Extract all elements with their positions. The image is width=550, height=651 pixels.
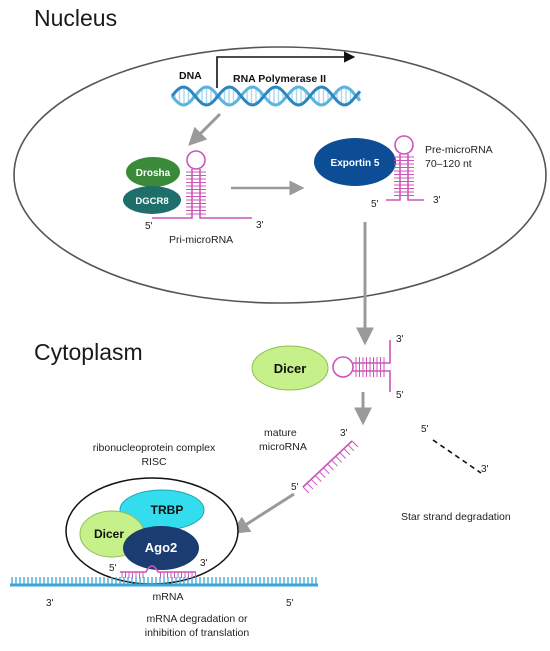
strand-base	[339, 452, 347, 459]
loading-arrow	[231, 492, 295, 534]
star-degradation-label: Star strand degradation	[401, 511, 511, 523]
dna-label: DNA	[179, 70, 202, 82]
strand-base	[343, 448, 351, 456]
hairpin-tail	[407, 196, 424, 201]
strand-base	[335, 455, 343, 463]
dicer-5-end: 5'	[396, 390, 404, 401]
strand-base	[331, 459, 338, 467]
dna-helix	[170, 85, 362, 107]
drosha-label: Drosha	[136, 168, 171, 179]
star-3-end: 3'	[481, 464, 489, 475]
mrna-5-end: 5'	[286, 598, 294, 609]
risc-title: ribonucleoprotein complex	[93, 442, 216, 454]
pre-microrna-length: 70–120 nt	[425, 158, 472, 170]
strand-base	[306, 482, 314, 490]
microrna-label: microRNA	[259, 441, 307, 453]
bound-mirna-backbone	[120, 565, 196, 573]
mature-5-end: 5'	[291, 482, 299, 493]
dgcr8-blob	[123, 186, 181, 214]
hairpin-loop	[394, 135, 414, 155]
pri-microrna-hairpin	[152, 150, 252, 219]
risc-5-end: 5'	[109, 563, 117, 574]
dna-strand	[170, 85, 362, 107]
dicer-bound-hairpin	[332, 340, 391, 392]
hairpin-tail	[386, 196, 401, 201]
trbp-label: TRBP	[151, 503, 184, 517]
transcription-arrow	[188, 112, 222, 146]
exportin5-blob	[314, 138, 396, 186]
pri-3-end: 3'	[256, 220, 264, 231]
nucleus-membrane	[13, 46, 547, 304]
mrna-3-end: 3'	[46, 598, 54, 609]
ago2-label: Ago2	[145, 540, 178, 555]
risc-dicer-label: Dicer	[94, 527, 124, 541]
exportin5-label: Exportin 5	[331, 158, 380, 169]
star-strand	[432, 439, 482, 474]
dicer-3-end: 3'	[396, 334, 404, 345]
dgcr8-label: DGCR8	[135, 196, 168, 207]
strand-base	[314, 475, 322, 482]
hairpin-tail	[199, 215, 252, 219]
hairpin-tail	[386, 370, 391, 392]
strand-base	[310, 478, 318, 486]
hairpin-tail	[152, 215, 193, 219]
strand-base	[327, 463, 334, 471]
hairpin-loop	[332, 356, 354, 378]
mature-microrna-strand	[302, 440, 359, 494]
risc-acronym: RISC	[141, 456, 167, 468]
pri-microrna-label: Pri-microRNA	[169, 234, 233, 246]
mature-3-end: 3'	[340, 428, 348, 439]
drosha-blob	[126, 157, 180, 187]
strand-base	[318, 471, 326, 479]
risc-3-end: 3'	[200, 558, 208, 569]
strand-base	[347, 444, 355, 452]
mature-label: mature	[264, 427, 297, 439]
ago2-blob	[123, 526, 199, 570]
hairpin-tail	[386, 340, 391, 364]
pre-5-end: 5'	[371, 199, 379, 210]
dna-strand	[170, 85, 362, 107]
mrna-strand	[10, 577, 318, 587]
transcription-start-arrow	[216, 51, 356, 88]
pre-3-end: 3'	[433, 195, 441, 206]
outcome-line-1: mRNA degradation or	[147, 613, 248, 625]
outcome-line-2: inhibition of translation	[145, 627, 250, 639]
dicer-blob	[251, 345, 329, 391]
pre-microrna-label: Pre-microRNA	[425, 144, 493, 156]
cytoplasm-title: Cytoplasm	[34, 339, 143, 365]
strand-base	[302, 486, 310, 494]
pri-5-end: 5'	[145, 221, 153, 232]
rna-polymerase-label: RNA Polymerase II	[233, 73, 326, 85]
mrna-label: mRNA	[153, 591, 184, 603]
pre-microrna-hairpin	[386, 135, 424, 201]
star-5-end: 5'	[421, 424, 429, 435]
dicer-label: Dicer	[274, 361, 307, 376]
strand-base	[351, 440, 359, 448]
nucleus-title: Nucleus	[34, 5, 117, 31]
strand-base	[323, 467, 330, 475]
hairpin-loop	[186, 150, 206, 170]
